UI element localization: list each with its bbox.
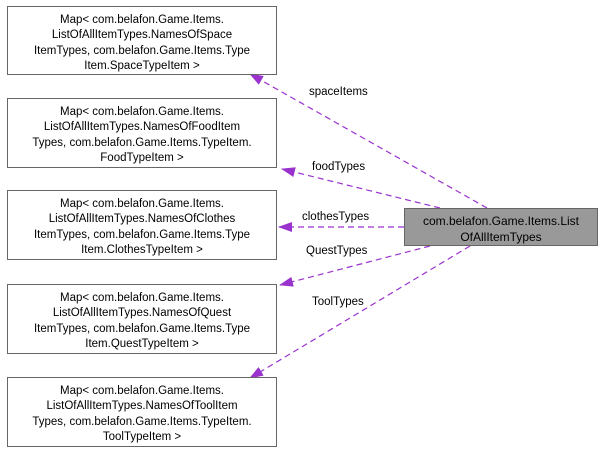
node-line: Map< com.belafon.Game.Items. [60, 14, 224, 26]
node-line: ItemTypes, com.belafon.Game.Items.Type [33, 322, 251, 335]
node-line: Map< com.belafon.Game.Items. [60, 106, 224, 118]
map-node-tool[interactable]: Map< com.belafon.Game.Items. ListOfAllIt… [7, 377, 277, 447]
node-line: ListOfAllItemTypes.NamesOfQuest [52, 307, 232, 320]
edge-ToolTypes [249, 245, 471, 379]
node-line: Item.SpaceTypeItem > [84, 59, 200, 72]
node-line: Item.QuestTypeItem > [85, 337, 199, 350]
edge-QuestTypes [279, 245, 431, 287]
node-line: Map< com.belafon.Game.Items. [60, 292, 224, 304]
edge-label-clothesTypes: clothesTypes [302, 211, 370, 223]
map-node-quest[interactable]: Map< com.belafon.Game.Items. ListOfAllIt… [7, 284, 277, 354]
node-line: com.belafon.Game.Items.List [422, 214, 580, 228]
edge-spaceItems [249, 73, 488, 209]
node-line: Map< com.belafon.Game.Items. [60, 198, 224, 210]
edge-foodTypes [281, 167, 441, 209]
node-line: ListOfAllItemTypes.NamesOfToolItem [46, 400, 238, 413]
node-line: ToolTypeItem > [102, 430, 182, 443]
map-node-food[interactable]: Map< com.belafon.Game.Items. ListOfAllIt… [7, 98, 277, 168]
edge-label-foodTypes: foodTypes [312, 161, 366, 173]
node-line: Item.ClothesTypeItem > [81, 243, 203, 256]
node-line: ItemTypes, com.belafon.Game.Items.Type [33, 228, 251, 241]
node-line: FoodTypeItem > [100, 151, 184, 164]
edge-label-QuestTypes: QuestTypes [306, 245, 368, 257]
map-node-clothes[interactable]: Map< com.belafon.Game.Items. ListOfAllIt… [7, 190, 277, 260]
class-node-list-of-all-item-types[interactable]: com.belafon.Game.Items.List OfAllItemTyp… [404, 208, 598, 246]
node-line: OfAllItemTypes [460, 230, 542, 244]
node-line: Types, com.belafon.Game.Items.TypeItem. [32, 415, 252, 428]
node-line: ListOfAllItemTypes.NamesOfClothes [48, 213, 236, 226]
node-line: ItemTypes, com.belafon.Game.Items.Type [33, 44, 251, 57]
edge-label-ToolTypes: ToolTypes [312, 296, 364, 308]
node-line: ListOfAllItemTypes.NamesOfSpace [51, 29, 233, 42]
node-line: Types, com.belafon.Game.Items.TypeItem. [32, 136, 252, 149]
node-line: ListOfAllItemTypes.NamesOfFoodItem [43, 121, 241, 134]
edge-label-spaceItems: spaceItems [309, 86, 368, 98]
map-node-space[interactable]: Map< com.belafon.Game.Items. ListOfAllIt… [7, 6, 277, 75]
node-line: Map< com.belafon.Game.Items. [60, 385, 224, 397]
